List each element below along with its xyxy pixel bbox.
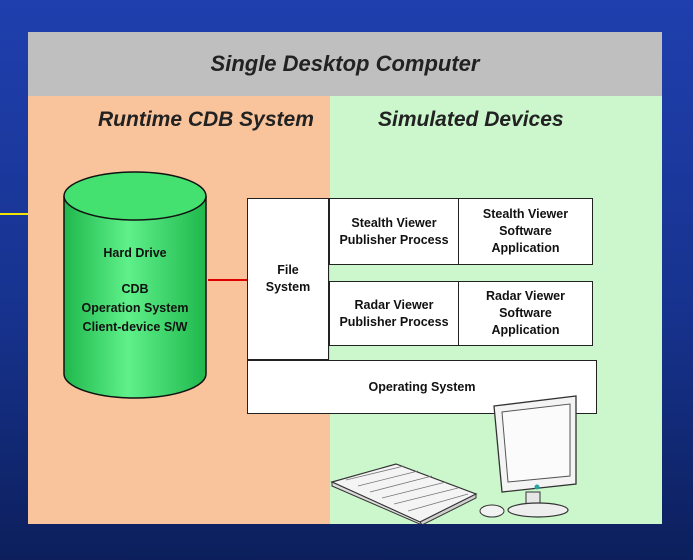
radar-app-line1: Radar Viewer	[486, 289, 565, 304]
stealth-app-line1: Stealth Viewer	[482, 207, 569, 222]
stealth-publisher-line1: Stealth Viewer	[351, 215, 437, 230]
radar-app-line2: Software	[499, 306, 552, 321]
diagram-panel: Single Desktop Computer Runtime CDB Syst…	[28, 32, 662, 524]
simulated-devices-title: Simulated Devices	[378, 108, 564, 131]
hard-drive-line-cdb: CDB	[121, 282, 149, 296]
stealth-app-box: Stealth Viewer Software Application	[458, 198, 593, 265]
operating-system-label: Operating System	[368, 379, 476, 394]
file-system-box: File System	[247, 198, 329, 360]
hard-drive-cylinder	[63, 171, 207, 399]
runtime-cdb-title: Runtime CDB System	[98, 108, 314, 131]
radar-app-box: Radar Viewer Software Application	[458, 281, 593, 346]
file-system-label-line1: File	[277, 263, 299, 278]
stealth-app-line3: Application	[491, 240, 560, 255]
monitor-icon	[493, 395, 577, 518]
stealth-publisher-box: Stealth Viewer Publisher Process	[329, 198, 459, 265]
hard-drive-title: Hard Drive	[103, 246, 167, 260]
radar-publisher-box: Radar Viewer Publisher Process	[329, 281, 459, 346]
mouse-icon	[479, 504, 505, 518]
hard-drive-contents: CDB Operation System Client-device S/W	[62, 280, 208, 336]
stealth-publisher-line2: Publisher Process	[339, 232, 449, 247]
radar-publisher-line1: Radar Viewer	[354, 297, 434, 312]
keyboard-icon	[330, 463, 478, 524]
stealth-app-line2: Software	[499, 224, 552, 239]
radar-app-line3: Application	[491, 322, 560, 337]
radar-publisher-line2: Publisher Process	[339, 314, 449, 329]
drive-to-filesystem-connector	[208, 279, 248, 281]
header-title: Single Desktop Computer	[28, 32, 662, 96]
file-system-label-line2: System	[265, 280, 311, 294]
computer-illustration	[330, 395, 577, 524]
hard-drive-line-os: Operation System	[81, 300, 189, 315]
pointer-line	[0, 213, 40, 215]
hard-drive-line-client: Client-device S/W	[82, 319, 188, 334]
